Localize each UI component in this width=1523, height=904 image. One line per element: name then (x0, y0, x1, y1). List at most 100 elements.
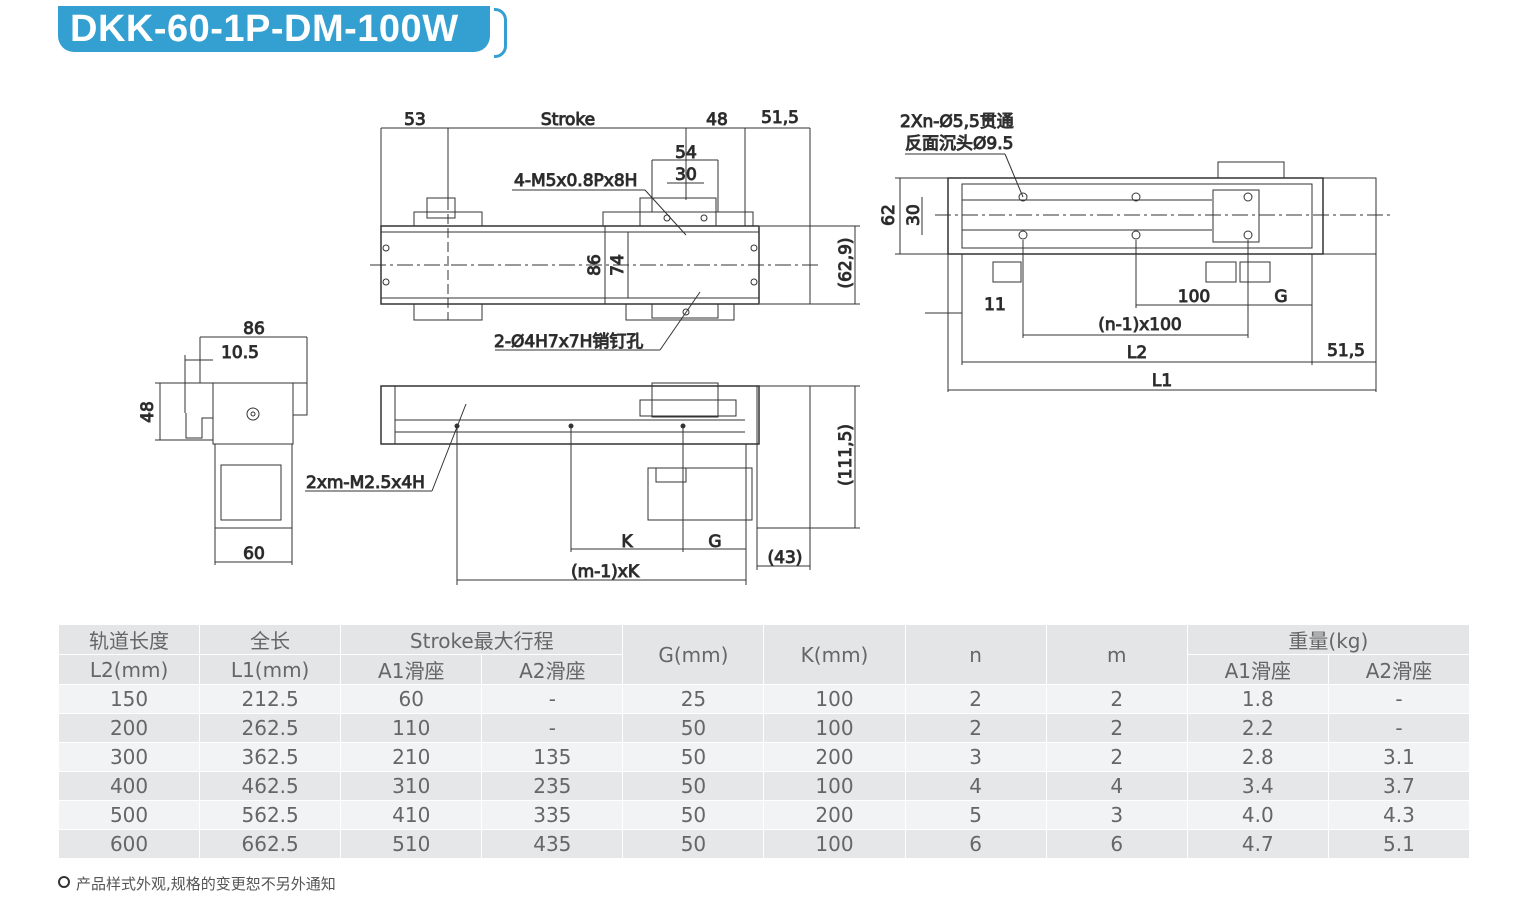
table-cell: 3 (1045, 800, 1188, 830)
header-l1-top: 全长 (199, 624, 342, 655)
circle-bullet-icon (58, 876, 70, 888)
header-k: K(mm) (763, 624, 906, 685)
dim-53: 53 (404, 110, 426, 130)
table-cell: 1.8 (1186, 684, 1329, 714)
table-cell: 4.7 (1186, 829, 1329, 859)
table-cell: 200 (763, 800, 906, 830)
table-cell: - (1327, 684, 1471, 714)
table-cell: 600 (57, 829, 201, 859)
header-l1-bottom: L1(mm) (199, 654, 342, 685)
table-cell: 100 (763, 684, 906, 714)
title-banner: DKK-60-1P-DM-100W (58, 6, 507, 58)
table-cell: 235 (481, 771, 624, 801)
table-cell: - (1327, 713, 1471, 743)
table-cell: 135 (481, 742, 624, 772)
front-dim-43: (43) (768, 548, 803, 568)
table-cell: 262.5 (199, 713, 342, 743)
table-cell: 4.3 (1327, 800, 1471, 830)
table-cell: 4 (1045, 771, 1188, 801)
table-cell: 6 (904, 829, 1047, 859)
table-cell: 6 (1045, 829, 1188, 859)
bottom-dim-62: 62 (879, 204, 899, 226)
table-cell: 400 (57, 771, 201, 801)
dim-30: 30 (675, 165, 697, 185)
header-weight: 重量(kg) (1186, 624, 1471, 655)
header-l2-bottom: L2(mm) (57, 654, 201, 685)
table-cell: 362.5 (199, 742, 342, 772)
dim-48: 48 (706, 110, 728, 130)
page-title: DKK-60-1P-DM-100W (70, 8, 459, 50)
front-dim-k: K (621, 532, 633, 552)
table-cell: 2 (904, 713, 1047, 743)
spec-table: 轨道长度 全长 Stroke最大行程 G(mm) K(mm) n m 重量(kg… (57, 624, 1471, 859)
table-cell: 462.5 (199, 771, 342, 801)
table-cell: 2 (1045, 742, 1188, 772)
table-cell: 300 (57, 742, 201, 772)
table-cell: 200 (57, 713, 201, 743)
header-stroke-a1: A1滑座 (340, 654, 483, 685)
table-cell: - (481, 713, 624, 743)
header-weight-a1: A1滑座 (1186, 654, 1329, 685)
table-cell: 2 (1045, 684, 1188, 714)
bottom-dim-l2: L2 (1127, 343, 1147, 363)
table-cell: 100 (763, 713, 906, 743)
front-thread-label: 2xm-M2.5x4H (306, 473, 425, 493)
bottom-dim-l1: L1 (1152, 371, 1172, 391)
table-cell: 5 (904, 800, 1047, 830)
table-cell: 50 (622, 742, 765, 772)
end-dim-48: 48 (138, 401, 158, 423)
table-cell: 5.1 (1327, 829, 1471, 859)
top-view (370, 127, 860, 351)
table-cell: - (481, 684, 624, 714)
table-cell: 50 (622, 771, 765, 801)
technical-drawing: 53 Stroke 48 51,5 54 30 4-M5x0.8Px8H 86 … (138, 108, 1390, 585)
bottom-holes-label: 2Xn-Ø5,5贯通 (900, 112, 1014, 132)
bottom-dim-30: 30 (904, 204, 924, 226)
pin-hole-label: 2-Ø4H7x7H销钉孔 (494, 332, 643, 352)
table-cell: 50 (622, 829, 765, 859)
table-cell: 310 (340, 771, 483, 801)
table-cell: 50 (622, 713, 765, 743)
dim-62-9: (62,9) (836, 237, 856, 288)
table-cell: 150 (57, 684, 201, 714)
bottom-dim-n100: (n-1)x100 (1098, 315, 1182, 335)
table-cell: 510 (340, 829, 483, 859)
table-cell: 100 (763, 771, 906, 801)
end-dim-86: 86 (243, 319, 265, 339)
header-l2-top: 轨道长度 (57, 624, 201, 655)
header-m: m (1045, 624, 1188, 685)
end-dim-60: 60 (243, 544, 265, 564)
dim-74: 74 (608, 254, 628, 276)
footnote-text: 产品样式外观,规格的变更恕不另外通知 (76, 875, 336, 893)
dim-54: 54 (675, 143, 697, 163)
bottom-dim-51-5: 51,5 (1327, 341, 1365, 361)
table-cell: 2 (904, 684, 1047, 714)
header-stroke: Stroke最大行程 (340, 624, 624, 655)
bottom-view (895, 153, 1390, 392)
header-g: G(mm) (622, 624, 765, 685)
table-cell: 2 (1045, 713, 1188, 743)
thread-label: 4-M5x0.8Px8H (514, 171, 637, 191)
table-cell: 50 (622, 800, 765, 830)
table-cell: 200 (763, 742, 906, 772)
table-cell: 3.1 (1327, 742, 1471, 772)
table-cell: 500 (57, 800, 201, 830)
table-cell: 3.4 (1186, 771, 1329, 801)
table-cell: 410 (340, 800, 483, 830)
table-cell: 210 (340, 742, 483, 772)
table-cell: 100 (763, 829, 906, 859)
front-view (305, 382, 860, 585)
table-cell: 3.7 (1327, 771, 1471, 801)
end-view (155, 336, 308, 565)
table-cell: 60 (340, 684, 483, 714)
front-dim-g: G (708, 532, 721, 552)
table-cell: 212.5 (199, 684, 342, 714)
dim-86: 86 (585, 254, 605, 276)
